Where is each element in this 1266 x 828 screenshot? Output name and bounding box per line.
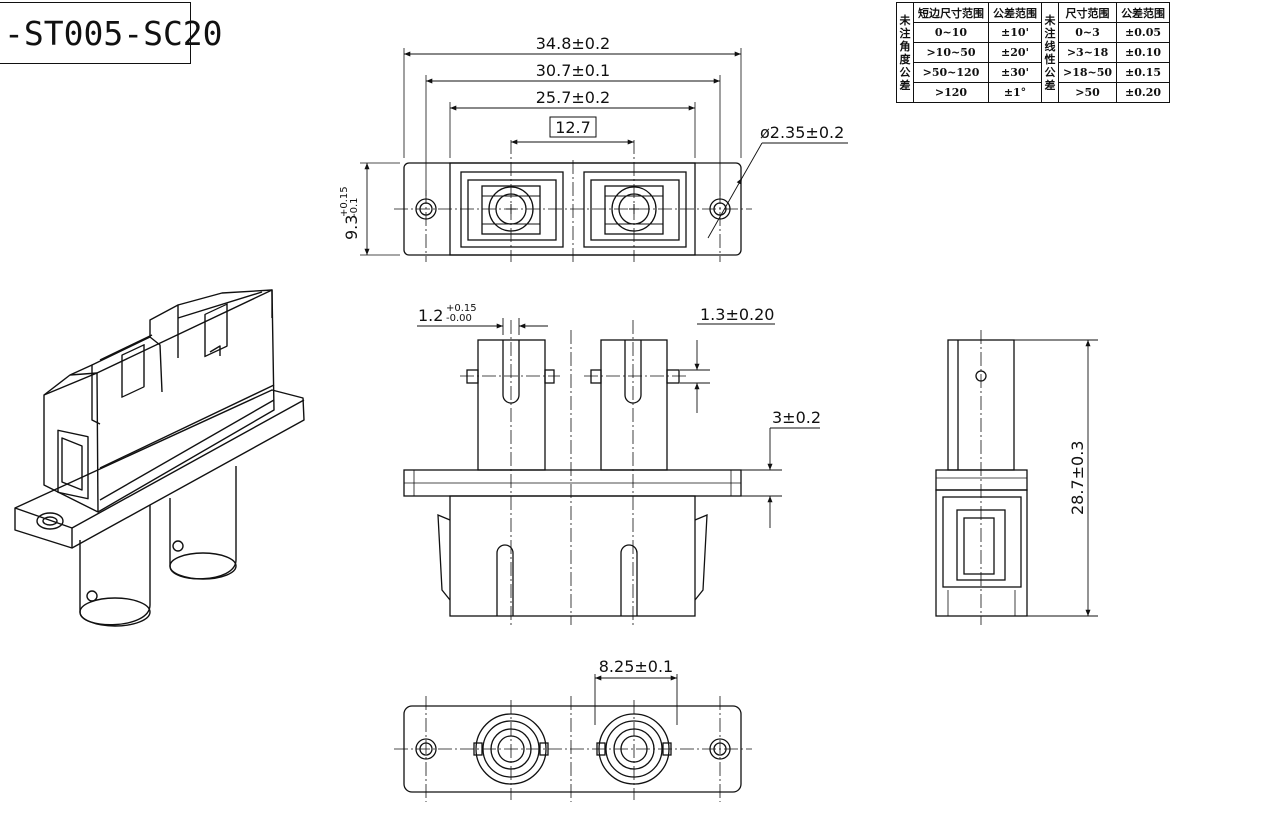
front-view: 1.2 +0.15 -0.00 1.3±0.20 3±0.2 [403, 303, 821, 625]
linear-tolerance-label: 未 注 线 性 公 差 [1041, 2, 1059, 103]
table-row: >10~50 ±20' >3~18 ±0.10 [897, 42, 1171, 63]
dim-overall-width: 34.8±0.2 [536, 34, 610, 53]
iso-left-port-opening [43, 364, 101, 425]
table-row: >50~120 ±30' >18~50 ±0.15 [897, 62, 1171, 83]
iso-housing-side [96, 289, 275, 513]
header-angle-tol: 公差范围 [988, 2, 1042, 23]
header-size-range: 尺寸范围 [1057, 2, 1118, 23]
side-flange [935, 469, 1028, 491]
dim-hole-spacing: 30.7±0.1 [536, 61, 610, 80]
dim-slot-width: 1.2 [418, 306, 443, 325]
iso-flange-plate [14, 389, 305, 549]
dim-pin-size: 1.3±0.20 [700, 305, 774, 324]
dim-port-pitch: 12.7 [555, 118, 591, 137]
right-port-outer [583, 171, 687, 248]
left-port-outer [460, 171, 564, 248]
drawing-title: -ST005-SC20 [0, 2, 223, 64]
dim-flange-height-tol-plus: +0.15 [339, 186, 350, 217]
dim-hole-diameter: ø2.35±0.2 [760, 123, 844, 142]
dim-flange-height: 9.3 [342, 215, 361, 240]
dim-slot-width-tol-minus: -0.00 [446, 313, 472, 324]
isometric-view [14, 289, 305, 627]
angle-tolerance-label: 未 注 角 度 公 差 [896, 2, 914, 103]
left-port-inner [467, 179, 557, 241]
dim-flange-height-tol-minus: -0.1 [349, 197, 360, 217]
tolerance-table: 未 注 角 度 公 差 短边尺寸范围 公差范围 未 注 线 性 公 差 尺寸范围… [896, 2, 1171, 103]
dim-flange-thickness: 3±0.2 [772, 408, 821, 427]
dim-bottom-pitch: 8.25±0.1 [599, 657, 673, 676]
port-pitch-box [549, 116, 597, 138]
table-row: >120 ±1° >50 ±0.20 [897, 82, 1171, 103]
header-short-side-range: 短边尺寸范围 [913, 2, 989, 23]
dim-slot-width-tol-plus: +0.15 [446, 303, 477, 314]
table-row: 0~10 ±10' 0~3 ±0.05 [897, 22, 1171, 43]
side-view: 28.7±0.3 [935, 330, 1098, 625]
iso-right-cylinder [169, 466, 237, 580]
iso-left-cylinder [79, 505, 151, 626]
iso-right-port-opening [149, 304, 179, 358]
top-view: 34.8±0.2 30.7±0.1 25.7±0.2 12.7 ø2.35±0.… [339, 34, 848, 262]
bottom-view: 8.25±0.1 [394, 657, 752, 802]
right-port-inner [590, 179, 680, 241]
front-left-st-body [477, 339, 546, 471]
header-linear-tol: 公差范围 [1116, 2, 1171, 23]
iso-mount-hole [36, 512, 64, 530]
dim-overall-length: 28.7±0.3 [1068, 441, 1087, 515]
side-sc-body [935, 489, 1028, 617]
dim-body-width: 25.7±0.2 [536, 88, 610, 107]
front-right-st-body [600, 339, 668, 471]
front-sc-body [449, 495, 696, 617]
